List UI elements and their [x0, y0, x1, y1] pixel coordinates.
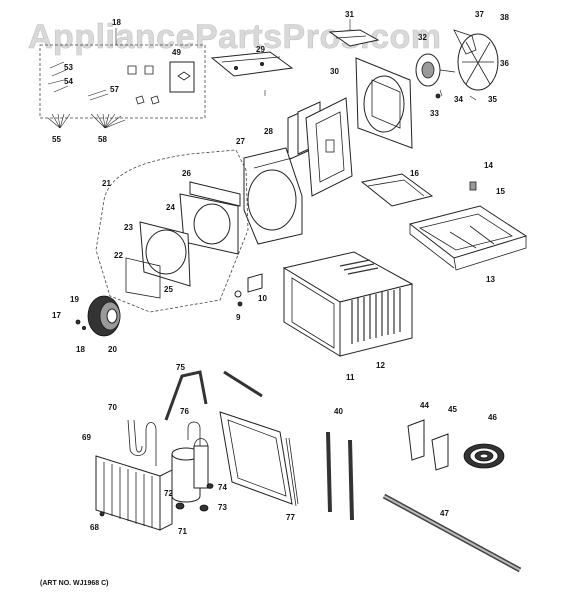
- part-16-duct: [360, 173, 434, 207]
- part-76-tube: [187, 421, 201, 446]
- callout-label: 34: [454, 95, 463, 104]
- callout-label: 72: [164, 489, 173, 498]
- callout-label: 17: [52, 311, 61, 320]
- callout-label: 13: [486, 275, 495, 284]
- callout-label: 38: [500, 13, 509, 22]
- callout-label: 55: [52, 135, 61, 144]
- callout-label: 20: [108, 345, 117, 354]
- callout-label: 75: [176, 363, 185, 372]
- part-77-evaporator: [219, 411, 299, 507]
- part-30-shroud: [355, 57, 413, 149]
- callout-label: 11: [346, 373, 355, 382]
- part-44-45-brackets: [407, 419, 449, 471]
- control-panel-box: [305, 97, 353, 197]
- callout-label: 12: [376, 361, 385, 370]
- callout-label: 58: [98, 135, 107, 144]
- callout-label: 27: [236, 137, 245, 146]
- part-9-10-fasteners: [234, 273, 263, 307]
- callout-label: 9: [236, 313, 241, 322]
- part-27-fan-housing: [243, 147, 303, 245]
- callout-label: 36: [500, 59, 509, 68]
- callout-label: 46: [488, 413, 497, 422]
- art-number: (ART NO. WJ1968 C): [40, 580, 108, 587]
- callout-label: 76: [180, 407, 189, 416]
- part-40-seals: [326, 431, 354, 521]
- callout-label: 28: [264, 127, 273, 136]
- callout-label: 15: [496, 187, 505, 196]
- part-14-15-clip: [469, 181, 477, 191]
- evaporator-fins: [285, 437, 299, 507]
- callout-label: 29: [256, 45, 265, 54]
- part-47-strip: [382, 493, 522, 573]
- callout-label: 16: [410, 169, 419, 178]
- part-46-coiled-strip: [463, 443, 505, 469]
- callout-label: 37: [475, 10, 484, 19]
- callout-label: 45: [448, 405, 457, 414]
- fan-motor-assembly: [415, 29, 499, 101]
- callout-label: 53: [64, 63, 73, 72]
- callout-label: 74: [218, 483, 227, 492]
- small-parts-kit: [39, 28, 206, 129]
- callout-label: 33: [430, 109, 439, 118]
- part-75-tube: [164, 370, 263, 421]
- callout-label: 23: [124, 223, 133, 232]
- callout-label: 54: [64, 77, 73, 86]
- callout-label: 21: [102, 179, 111, 188]
- condenser-fins: [103, 462, 153, 528]
- callout-label: 44: [420, 401, 429, 410]
- part-70-tubing: [127, 419, 157, 466]
- callout-label: 70: [108, 403, 117, 412]
- callout-label: 69: [82, 433, 91, 442]
- callout-label: 22: [114, 251, 123, 260]
- callout-label: 19: [70, 295, 79, 304]
- callout-label: 49: [172, 48, 181, 57]
- callout-label: 77: [286, 513, 295, 522]
- callout-label: 18: [76, 345, 85, 354]
- callout-label: 73: [218, 503, 227, 512]
- part-13-base-pan: [408, 205, 528, 271]
- part-20-blower-wheel: [75, 295, 121, 337]
- part-12-cabinet: [282, 251, 414, 357]
- callout-label: 10: [258, 294, 267, 303]
- callout-label: 26: [182, 169, 191, 178]
- callout-label: 47: [440, 509, 449, 518]
- callout-label: 57: [110, 85, 119, 94]
- callout-label: 71: [178, 527, 187, 536]
- callout-label: 25: [164, 285, 173, 294]
- callout-label: 68: [90, 523, 99, 532]
- part-29-rail: [210, 51, 294, 96]
- callout-label: 18: [112, 18, 121, 27]
- callout-labels: 31 37 38 32 18 29 49 53 54 57 55 58 30 3…: [52, 10, 509, 536]
- callout-label: 31: [345, 10, 354, 19]
- blower-housing-group: [95, 149, 249, 313]
- cabinet-louvres: [339, 259, 401, 344]
- callout-label: 40: [334, 407, 343, 416]
- part-69-condenser: [95, 455, 173, 531]
- callout-label: 35: [488, 95, 497, 104]
- watermark-text: AppliancePartsPros.com: [28, 18, 441, 56]
- callout-label: 32: [418, 33, 427, 42]
- part-31-bracket: [328, 19, 380, 47]
- callout-label: 14: [484, 161, 493, 170]
- callout-label: 30: [330, 67, 339, 76]
- callout-label: 24: [166, 203, 175, 212]
- part-71-compressor: [171, 438, 214, 512]
